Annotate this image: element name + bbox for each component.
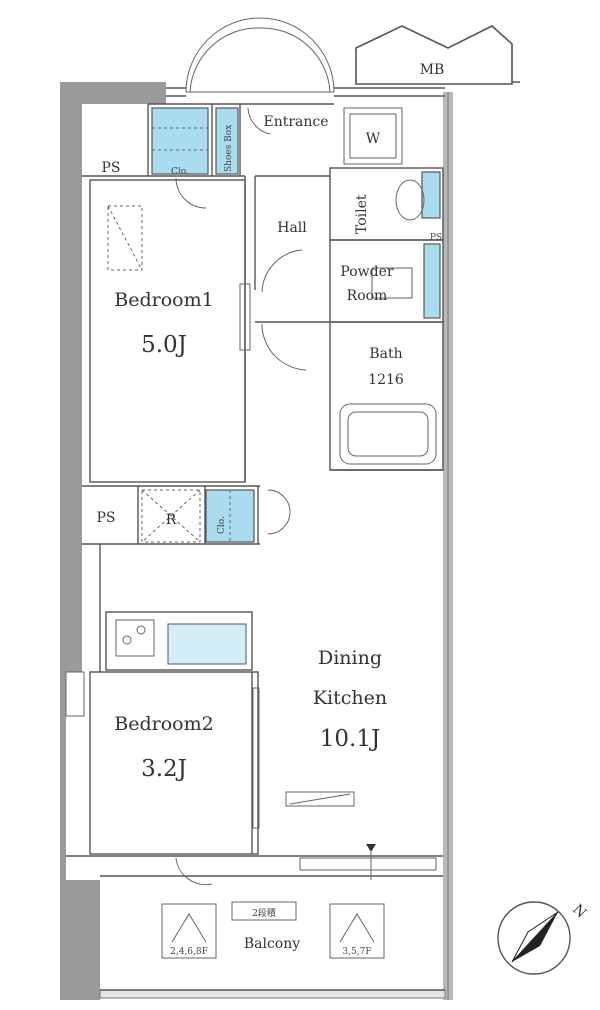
washer <box>343 107 403 165</box>
ps-label-toilet: PS <box>430 233 442 243</box>
north-compass: N <box>497 901 589 975</box>
bedroom1-label: Bedroom1 <box>114 289 213 311</box>
balcony-label: Balcony <box>244 936 300 952</box>
floors-left-label: 2,4,6,8F <box>170 947 208 957</box>
bedroom2-label: Bedroom2 <box>114 713 213 735</box>
kitchen-hood <box>285 791 376 880</box>
hall-label: Hall <box>277 220 307 236</box>
bedroom1-size: 5.0J <box>141 332 187 358</box>
entrance-label: Entrance <box>263 114 328 130</box>
bath-size-label: 1216 <box>368 372 404 388</box>
entrance-door <box>185 17 335 93</box>
bedroom2-size: 3.2J <box>141 756 187 782</box>
ps-label-top: PS <box>101 160 120 176</box>
interior-walls <box>66 103 445 991</box>
toilet-label: Toilet <box>354 194 370 234</box>
powder-room-label-1: Powder <box>340 264 394 280</box>
refrigerator-label: R <box>166 512 177 528</box>
sliding-doors <box>65 283 437 871</box>
dining-label-2: Kitchen <box>313 687 387 709</box>
dining-label-1: Dining <box>318 647 382 669</box>
storage-fixtures <box>115 107 441 665</box>
shoes-box-label: Shoes Box <box>224 125 234 172</box>
two-step-label: 2段積 <box>252 907 276 919</box>
bath-label: Bath <box>369 346 402 362</box>
door-swings <box>175 107 307 886</box>
washer-label: W <box>366 131 381 147</box>
exterior-walls <box>60 82 453 1000</box>
floors-right-label: 3,5,7F <box>342 947 371 957</box>
closet-label-2: Clo. <box>217 516 227 534</box>
balcony-boxes <box>161 901 385 959</box>
closet-label: Clo. <box>171 167 189 177</box>
aircon-unit <box>107 205 143 271</box>
ps-label-middle: PS <box>96 510 115 526</box>
powder-room-label-2: Room <box>347 288 388 304</box>
room-labels: Entrance Shoes Box Clo. W PS Hall Toilet… <box>96 114 442 957</box>
refrigerator <box>141 489 201 543</box>
mb-label: MB <box>420 62 445 78</box>
north-label: N <box>569 902 589 922</box>
dining-size: 10.1J <box>320 726 380 752</box>
mb-box: MB <box>355 25 513 85</box>
